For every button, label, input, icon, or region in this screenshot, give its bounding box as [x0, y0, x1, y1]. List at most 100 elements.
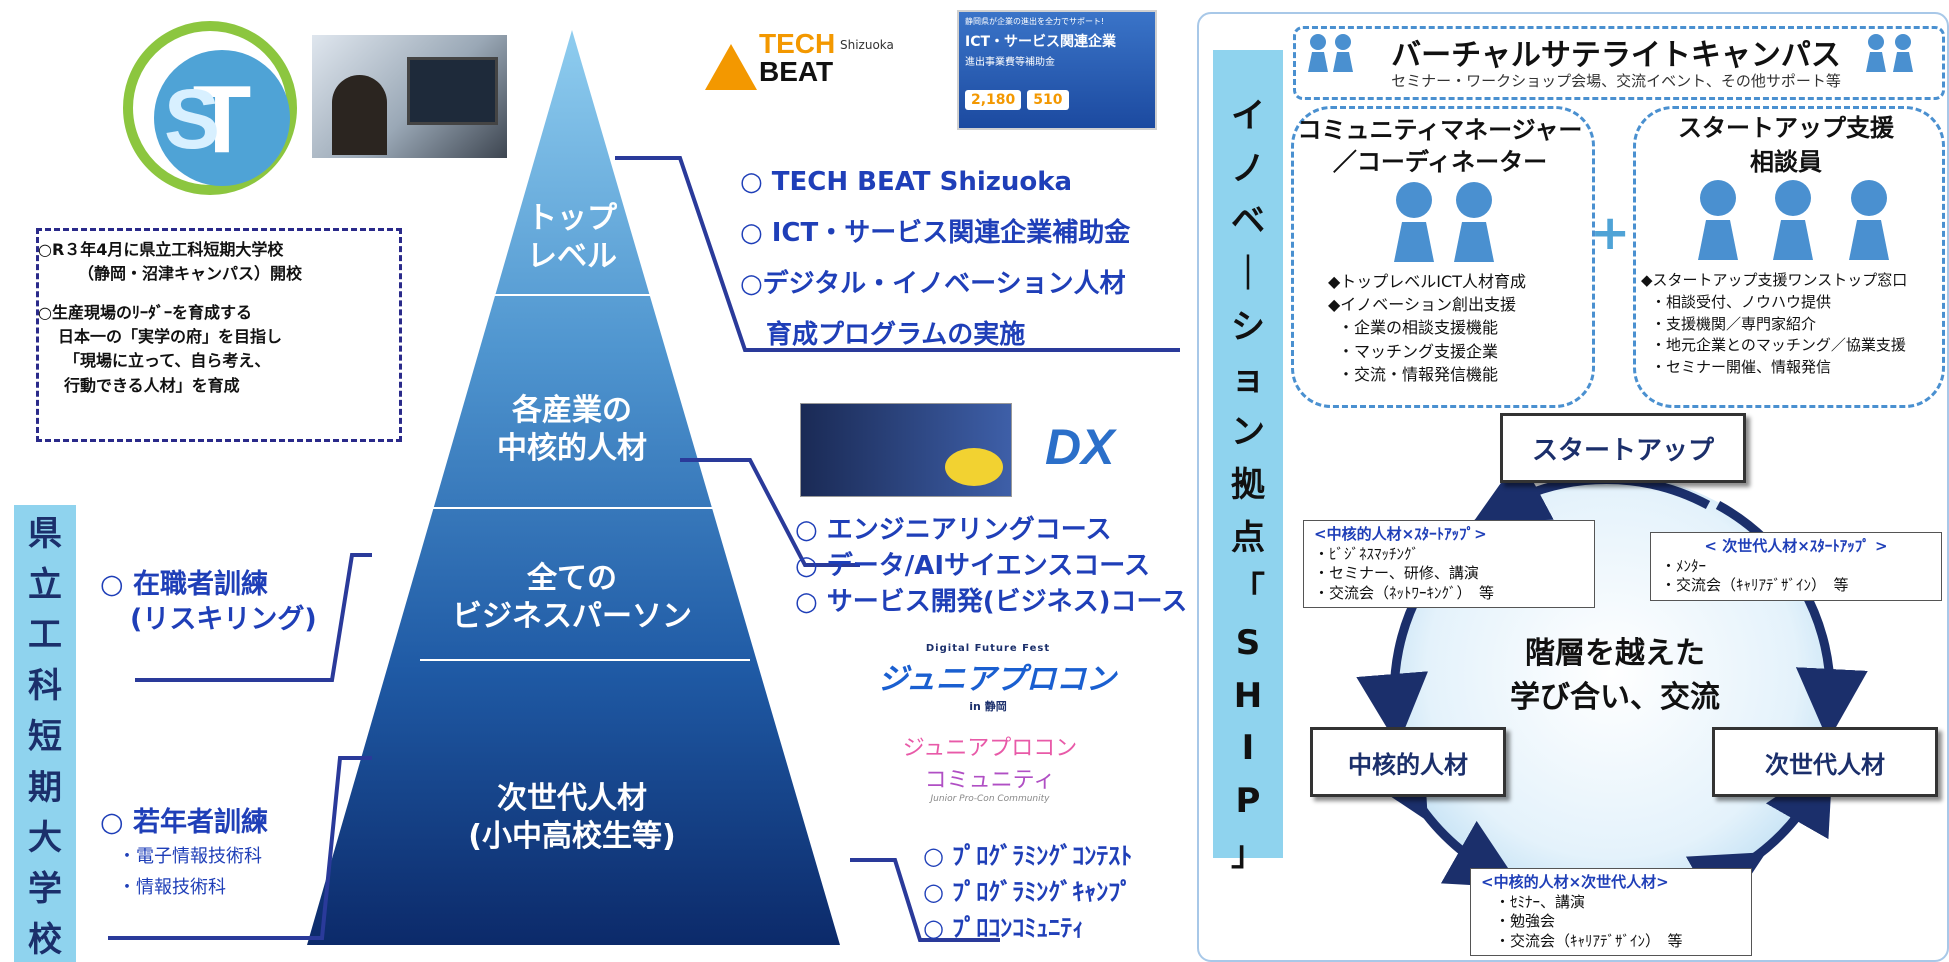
cycle-center-line1: 階層を越えた	[1525, 636, 1705, 671]
college-notice-line4: 日本一の「実学の府」を目指し	[58, 326, 283, 346]
community-manager-duties: ◆トップレベルICT人材育成 ◆イノベーション創出支援 ・企業の相談支援機能 ・…	[1328, 270, 1526, 386]
college-char: 大	[28, 818, 62, 859]
ship-char: H	[1233, 675, 1263, 716]
cycle-center-line2: 学び合い、交流	[1510, 679, 1720, 715]
ship-char: 拠	[1231, 464, 1265, 505]
next-startup-line2: ・交流会（ｷｬﾘｱﾃﾞｻﾞｲﾝ） 等	[1661, 576, 1849, 594]
core-startup-box: <中核的人材×ｽﾀｰﾄｱｯﾌﾟ> ・ﾋﾞｼﾞﾈｽﾏｯﾁﾝｸﾞ ・セミナー、研修、…	[1303, 520, 1595, 608]
ship-char: S	[1235, 622, 1261, 663]
tier-top-label: トップ レベル	[492, 200, 652, 275]
ship-char: 点	[1231, 517, 1265, 558]
college-char: 学	[28, 869, 62, 910]
ship-char: イ	[1231, 96, 1265, 136]
tier-business-label: 全ての ビジネスパーソン	[412, 560, 732, 635]
next-gen-programs: ○ ﾌﾟﾛｸﾞﾗﾐﾝｸﾞｺﾝﾃｽﾄ ○ ﾌﾟﾛｸﾞﾗﾐﾝｸﾞｷｬﾝﾌﾟ ○ ﾌﾟ…	[923, 838, 1132, 946]
startup-support-title: スタートアップ支援 相談員	[1633, 112, 1939, 179]
ship-char: ョ	[1231, 359, 1265, 400]
jpc-community-title2: コミュニティ	[924, 768, 1056, 793]
ship-char: P	[1235, 780, 1261, 821]
ship-char: I	[1241, 728, 1255, 769]
ship-char: ノ	[1231, 148, 1265, 189]
top-program-3: ○デジタル・イノベーション人材	[740, 269, 1126, 299]
dx-logo: DX	[1045, 419, 1115, 475]
next-startup-title: < 次世代人材×ｽﾀｰﾄｱｯﾌﾟ >	[1704, 537, 1888, 555]
youth-course-2: ・情報技術科	[118, 876, 226, 898]
ss-duty-2: ・相談受付、ノウハウ提供	[1651, 292, 1832, 311]
tier-core-line1: 各産業の	[512, 393, 632, 428]
cm-duty-1: ◆トップレベルICT人材育成	[1328, 272, 1526, 291]
startup-support-title1: スタートアップ支援	[1678, 114, 1894, 142]
college-char: 期	[28, 767, 62, 808]
tier-core-label: 各産業の 中核的人材	[452, 392, 692, 467]
cm-duty-5: ・交流・情報発信機能	[1338, 364, 1499, 384]
ss-duty-1: ◆スタートアップ支援ワンストップ窓口	[1641, 271, 1908, 289]
cycle-center-text: 階層を越えた 学び合い、交流	[1450, 632, 1780, 719]
community-manager-title1: コミュニティマネージャー	[1297, 116, 1583, 144]
reskilling-line2: (リスキリング)	[130, 604, 317, 636]
tier-next-line1: 次世代人材	[497, 781, 647, 816]
reskilling-line1: ○ 在職者訓練	[100, 569, 268, 600]
youth-course-1: ・電子情報技術科	[118, 846, 262, 867]
next-startup-line1: ・ﾒﾝﾀｰ	[1661, 556, 1707, 575]
core-next-box: <中核的人材×次世代人材> ・ｾﾐﾅｰ、講演 ・勉強会 ・交流会（ｷｬﾘｱﾃﾞｻ…	[1470, 868, 1752, 956]
college-notice-line6: 行動できる人材」を育成	[64, 375, 240, 395]
college-char: 立	[28, 564, 62, 605]
cm-duty-2: ◆イノベーション創出支援	[1328, 295, 1516, 315]
core-course-2: ○ データ/AIサイエンスコース	[795, 551, 1150, 581]
college-char: 短	[28, 716, 62, 757]
dff-label: Digital Future Fest	[925, 643, 1051, 654]
virtual-campus-sub: セミナー・ワークショップ会場、交流イベント、その他サポート等	[1391, 72, 1841, 90]
top-program-2: ○ ICT・サービス関連企業補助金	[740, 218, 1131, 248]
junior-procon-title: ジュニアプロコン	[878, 662, 1116, 697]
college-char: 県	[28, 513, 62, 554]
techbeat-logo: TECH BEAT Shizuoka	[705, 28, 935, 90]
ship-char: ベ	[1231, 201, 1265, 242]
tier-next-label: 次世代人材 (小中高校生等)	[412, 780, 732, 855]
next-startup-box: < 次世代人材×ｽﾀｰﾄｱｯﾌﾟ > ・ﾒﾝﾀｰ ・交流会（ｷｬﾘｱﾃﾞｻﾞｲﾝ…	[1650, 532, 1942, 601]
ship-char: ン	[1231, 412, 1265, 453]
banner-sub: 進出事業費等補助金	[965, 57, 1055, 68]
ss-duty-5: ・セミナー開催、情報発信	[1651, 358, 1832, 376]
dx-course-flyer	[800, 403, 1012, 497]
youth-courses: ・電子情報技術科 ・情報技術科	[118, 842, 262, 903]
jpc-community-en: Junior Pro-Con Community	[930, 794, 1050, 804]
startup-support-duties: ◆スタートアップ支援ワンストップ窓口 ・相談受付、ノウハウ提供 ・支援機関／専門…	[1641, 270, 1907, 379]
cm-duty-4: ・マッチング支援企業	[1338, 341, 1499, 361]
tier-business-line1: 全ての	[527, 561, 617, 596]
tier-core-line2: 中核的人材	[497, 430, 647, 466]
banner-amount-2: 510	[1033, 92, 1063, 108]
svg-text:T: T	[193, 66, 252, 173]
virtual-campus-box	[1293, 26, 1945, 100]
reskilling-item: ○ 在職者訓練 (リスキリング)	[100, 567, 317, 637]
svg-text:S: S	[164, 72, 220, 166]
college-notice-line3: ○生産現場のﾘｰﾀﾞｰを育成する	[38, 302, 252, 322]
core-next-title: <中核的人材×次世代人材>	[1481, 873, 1669, 891]
banner-amount-1: 2,180	[971, 92, 1016, 108]
college-notice-text: ○R３年4月に県立工科短期大学校 （静岡・沼津キャンパス）開校 ○生産現場のﾘｰ…	[38, 238, 302, 398]
ship-panel	[1197, 12, 1949, 962]
college-char: 校	[28, 920, 62, 960]
tier-top-line2: レベル	[527, 238, 617, 274]
node-next: 次世代人材	[1712, 727, 1938, 797]
cm-duty-3: ・企業の相談支援機能	[1338, 318, 1499, 338]
community-manager-title: コミュニティマネージャー ／コーディネーター	[1291, 114, 1589, 179]
college-char: 工	[28, 615, 62, 656]
tier-business-line2: ビジネスパーソン	[452, 598, 692, 634]
person-icon	[1308, 34, 1913, 72]
college-notice-line5: 「現場に立って、自ら考え、	[64, 351, 271, 371]
core-course-3: ○ サービス開発(ビジネス)コース	[795, 587, 1188, 617]
banner-top: 静岡県が企業の進出を全力でサポート!	[965, 17, 1105, 26]
tier-top-line1: トップ	[527, 201, 617, 236]
techbeat-sub: Shizuoka	[840, 38, 894, 52]
training-photo	[312, 35, 507, 158]
techbeat-mark-icon	[705, 44, 757, 90]
ship-char: ｜	[1231, 254, 1265, 295]
youth-training-line: ○ 若年者訓練	[100, 807, 268, 838]
top-program-1: ○ TECH BEAT Shizuoka	[740, 167, 1073, 197]
next-program-1: ○ ﾌﾟﾛｸﾞﾗﾐﾝｸﾞｺﾝﾃｽﾄ	[923, 842, 1133, 870]
plus-sign: +	[1590, 205, 1631, 261]
junior-procon-logo: Digital Future Fest ジュニアプロコン in 静岡	[878, 643, 1116, 714]
core-startup-line3: ・交流会（ﾈｯﾄﾜｰｷﾝｸﾞ） 等	[1314, 583, 1495, 602]
college-notice-line1: ○R３年4月に県立工科短期大学校	[38, 240, 284, 259]
